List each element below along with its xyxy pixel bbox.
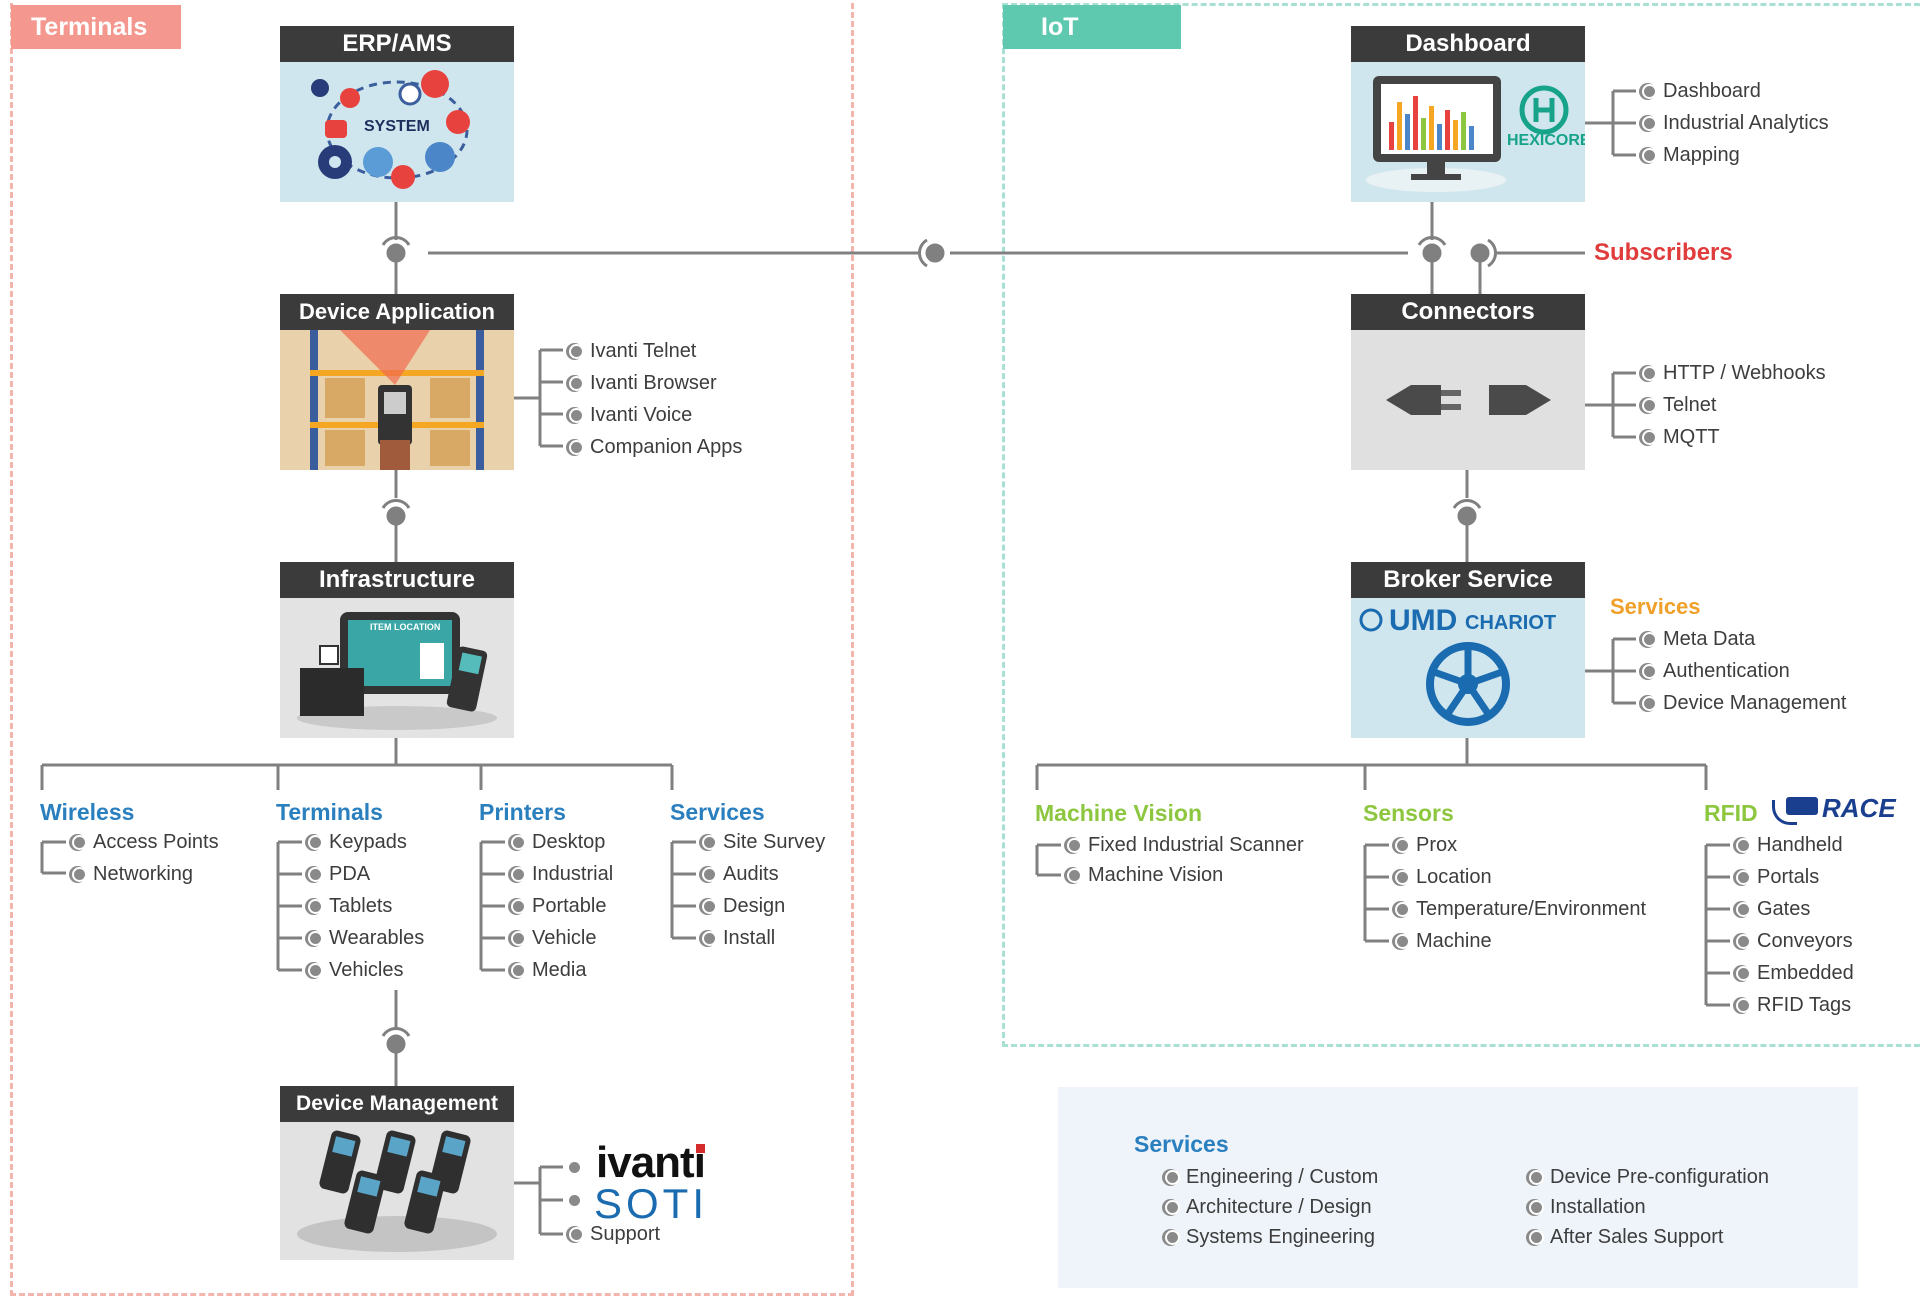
broker-service-item: Meta Data — [1642, 627, 1755, 651]
dashboard-item: Mapping — [1642, 143, 1740, 167]
iot-tag: IoT — [1003, 5, 1181, 49]
services-item: Site Survey — [702, 830, 825, 854]
services-panel-title: Services — [1134, 1131, 1229, 1157]
infrastructure-box: Infrastructure ITEM LOCATION — [280, 562, 514, 738]
erp-ams-illustration: SYSTEM — [280, 62, 514, 202]
category-rfid: RFID — [1704, 800, 1758, 826]
connector-item: Telnet — [1642, 393, 1716, 417]
services-panel-item: Engineering / Custom — [1165, 1165, 1378, 1189]
services-item: Design — [702, 894, 785, 918]
ivanti-logo: ivanti — [596, 1138, 706, 1187]
soti-bullet-dot — [569, 1195, 580, 1206]
device-management-box: Device Management — [280, 1086, 514, 1260]
printers-item: Vehicle — [511, 926, 597, 950]
iot-region — [1002, 3, 1921, 1047]
connectors-title: Connectors — [1351, 294, 1585, 330]
device-application-title: Device Application — [280, 294, 514, 330]
services-item: Install — [702, 926, 775, 950]
rfid-item: Embedded — [1736, 961, 1854, 985]
rfid-item: Conveyors — [1736, 929, 1853, 953]
terminals-item: Keypads — [308, 830, 407, 854]
terminals-item: PDA — [308, 862, 370, 886]
device-application-illustration — [280, 330, 514, 470]
device-management-illustration — [280, 1122, 514, 1260]
category-wireless: Wireless — [40, 799, 135, 825]
race-logo: RACE — [1822, 793, 1896, 823]
rfid-item: Handheld — [1736, 833, 1843, 857]
category-services: Services — [670, 799, 765, 825]
machine-vision-item: Machine Vision — [1067, 863, 1223, 887]
services-panel-item: After Sales Support — [1529, 1225, 1723, 1249]
category-sensors: Sensors — [1363, 800, 1454, 826]
category-terminals: Terminals — [276, 799, 383, 825]
sensors-item: Temperature/Environment — [1395, 897, 1646, 921]
ivanti-logo-mark — [696, 1144, 705, 1153]
services-item: Audits — [702, 862, 779, 886]
chariot-logo: CHARIOT — [1465, 612, 1557, 634]
printers-item: Portable — [511, 894, 607, 918]
device-app-item: Ivanti Browser — [569, 371, 717, 395]
soti-logo: SOTI — [594, 1180, 709, 1227]
erp-ams-title: ERP/AMS — [280, 26, 514, 62]
wireless-item: Access Points — [72, 830, 219, 854]
broker-service-box: Broker Service UMD CHARIOT — [1351, 562, 1585, 738]
support-item: Support — [569, 1222, 660, 1246]
rfid-item: Gates — [1736, 897, 1810, 921]
sensors-item: Location — [1395, 865, 1492, 889]
terminals-item: Tablets — [308, 894, 392, 918]
dashboard-item: Industrial Analytics — [1642, 111, 1829, 135]
rfid-item: RFID Tags — [1736, 993, 1851, 1017]
dashboard-box: Dashboard HEXICORE — [1351, 26, 1585, 202]
broker-services-title: Services — [1610, 594, 1701, 619]
services-panel-item: Systems Engineering — [1165, 1225, 1375, 1249]
connector-item: MQTT — [1642, 425, 1720, 449]
dashboard-item: Dashboard — [1642, 79, 1761, 103]
sensors-item: Machine — [1395, 929, 1492, 953]
printers-item: Desktop — [511, 830, 605, 854]
terminals-tag: Terminals — [11, 5, 181, 49]
terminals-item: Wearables — [308, 926, 424, 950]
erp-ams-box: ERP/AMS SYSTEM — [280, 26, 514, 202]
printers-item: Industrial — [511, 862, 613, 886]
broker-service-illustration: UMD CHARIOT — [1351, 598, 1585, 738]
connectors-box: Connectors — [1351, 294, 1585, 470]
dashboard-title: Dashboard — [1351, 26, 1585, 62]
broker-service-title: Broker Service — [1351, 562, 1585, 598]
umd-logo: UMD — [1389, 604, 1458, 637]
device-app-item: Companion Apps — [569, 435, 742, 459]
device-app-item: Ivanti Telnet — [569, 339, 696, 363]
hexicore-logo: HEXICORE — [1507, 132, 1585, 149]
broker-service-item: Device Management — [1642, 691, 1846, 715]
race-logo-waves-icon — [1772, 800, 1797, 825]
ivanti-bullet-dot — [569, 1162, 580, 1173]
erp-system-label: SYSTEM — [364, 118, 430, 135]
dashboard-illustration: HEXICORE — [1351, 62, 1585, 202]
device-application-box: Device Application — [280, 294, 514, 470]
device-management-title: Device Management — [280, 1086, 514, 1122]
broker-service-item: Authentication — [1642, 659, 1790, 683]
printers-item: Media — [511, 958, 586, 982]
connectors-illustration — [1351, 330, 1585, 470]
device-app-item: Ivanti Voice — [569, 403, 692, 427]
item-location-label: ITEM LOCATION — [370, 622, 441, 632]
services-panel-item: Installation — [1529, 1195, 1646, 1219]
race-logo-mark — [1786, 797, 1818, 815]
category-printers: Printers — [479, 799, 566, 825]
subscribers-label: Subscribers — [1594, 239, 1733, 266]
rfid-item: Portals — [1736, 865, 1819, 889]
services-panel-item: Device Pre-configuration — [1529, 1165, 1769, 1189]
infrastructure-title: Infrastructure — [280, 562, 514, 598]
machine-vision-item: Fixed Industrial Scanner — [1067, 833, 1304, 857]
services-panel — [1058, 1087, 1858, 1288]
connector-item: HTTP / Webhooks — [1642, 361, 1826, 385]
category-machine-vision: Machine Vision — [1035, 800, 1203, 826]
sensors-item: Prox — [1395, 833, 1457, 857]
terminals-item: Vehicles — [308, 958, 404, 982]
infrastructure-illustration: ITEM LOCATION — [280, 598, 514, 738]
wireless-item: Networking — [72, 862, 193, 886]
services-panel-item: Architecture / Design — [1165, 1195, 1372, 1219]
